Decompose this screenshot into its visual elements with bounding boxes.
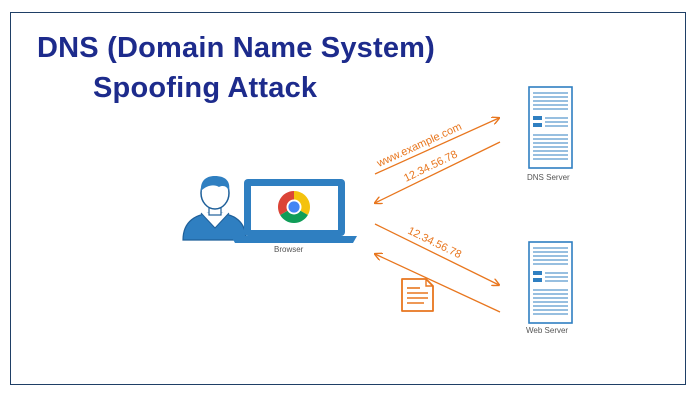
chrome-icon [277,191,311,224]
dns-server-icon [528,86,573,169]
user-icon [182,176,247,241]
dns-response-arrow [375,141,501,203]
diagram-frame [10,12,686,385]
document-icon [401,278,434,312]
browser-label: Browser [274,245,304,254]
title-line-2: Spoofing Attack [93,72,318,104]
dns-query-arrow [374,118,499,175]
title-line-1: DNS (Domain Name System) [37,32,436,64]
web-response-arrow [375,254,501,313]
dns-server-label: DNS Server [527,173,570,182]
web-request-arrow [374,223,499,285]
web-server-label: Web Server [526,326,569,335]
web-server-icon [528,241,573,324]
